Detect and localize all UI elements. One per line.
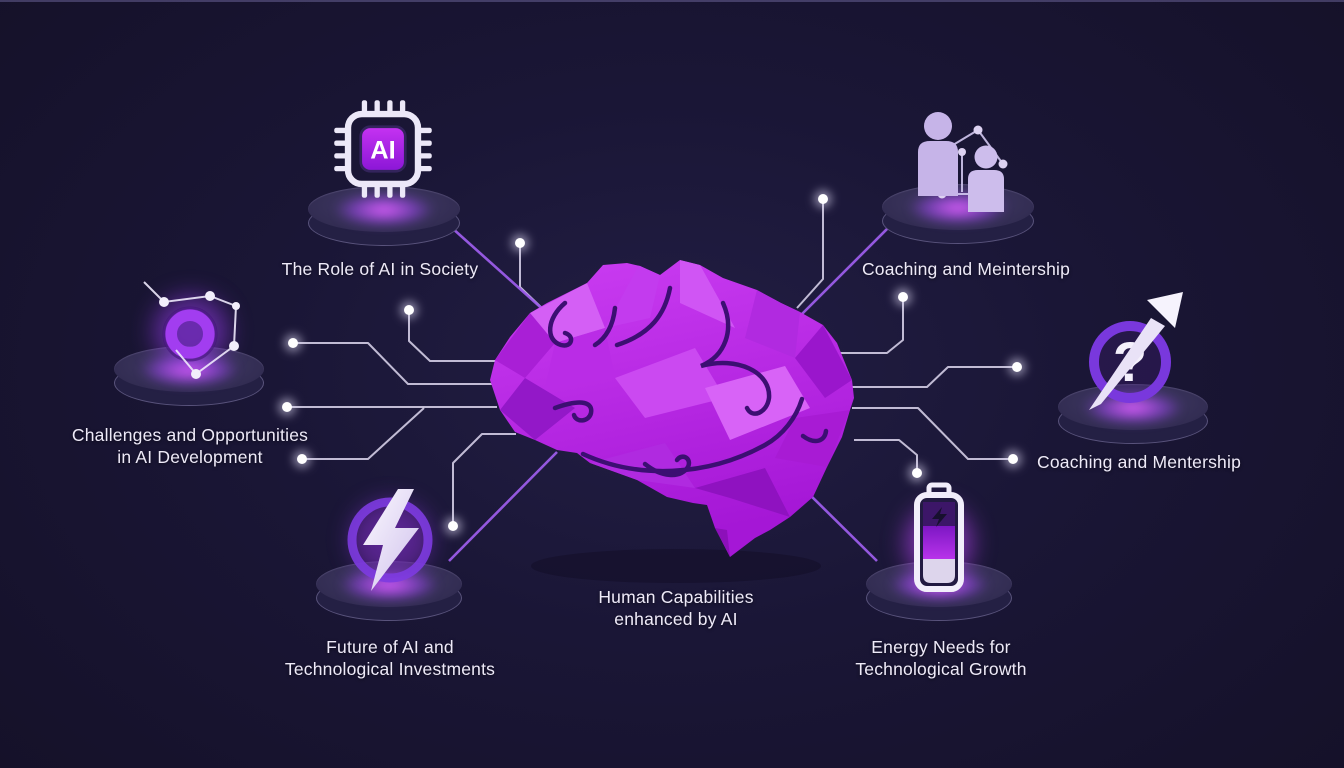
label-ai-chip: The Role of AI in Society [281, 259, 479, 279]
purple-beams [441, 218, 897, 562]
top-edge-highlight [0, 0, 1344, 2]
label-people: Coaching and Meintership [861, 259, 1071, 279]
label-lightning: Future of AI and Technological Investmen… [285, 636, 495, 680]
platform-ai-chip [308, 186, 460, 246]
ai-chip-icon: AI [334, 100, 432, 198]
label-battery-line2: Technological Growth [855, 659, 1027, 679]
label-network: Challenges and Opportunities in AI Devel… [72, 424, 308, 468]
label-network-line2: in AI Development [117, 447, 263, 467]
caption: Human Capabilities enhanced by AI [598, 586, 753, 630]
network-nodes-icon [143, 281, 240, 379]
caption-line1: Human Capabilities [598, 587, 754, 607]
lightning-bolt-icon [347, 489, 433, 591]
label-lightning-line2: Technological Investments [284, 659, 496, 679]
label-network-line1: Challenges and Opportunities [71, 425, 309, 445]
chip-ai-text: AI [370, 137, 395, 165]
platform-glow [335, 193, 433, 227]
label-battery-line1: Energy Needs for [871, 637, 1011, 657]
question-growth-arrow-icon: ? [1089, 292, 1183, 410]
circuit-node-dots [278, 190, 1026, 535]
brain-shadow [531, 549, 821, 583]
brain-facets [495, 260, 852, 557]
battery-charging-icon [914, 482, 964, 592]
people-network-icon [918, 112, 1008, 212]
label-lightning-line1: Future of AI and [326, 637, 454, 657]
caption-line2: enhanced by AI [614, 609, 738, 629]
label-battery: Energy Needs for Technological Growth [855, 636, 1026, 680]
label-question: Coaching and Mentership [1036, 452, 1242, 472]
brain-illustration [490, 260, 854, 557]
platform-lightning [316, 561, 462, 621]
white-circuit-lines [287, 199, 1017, 526]
